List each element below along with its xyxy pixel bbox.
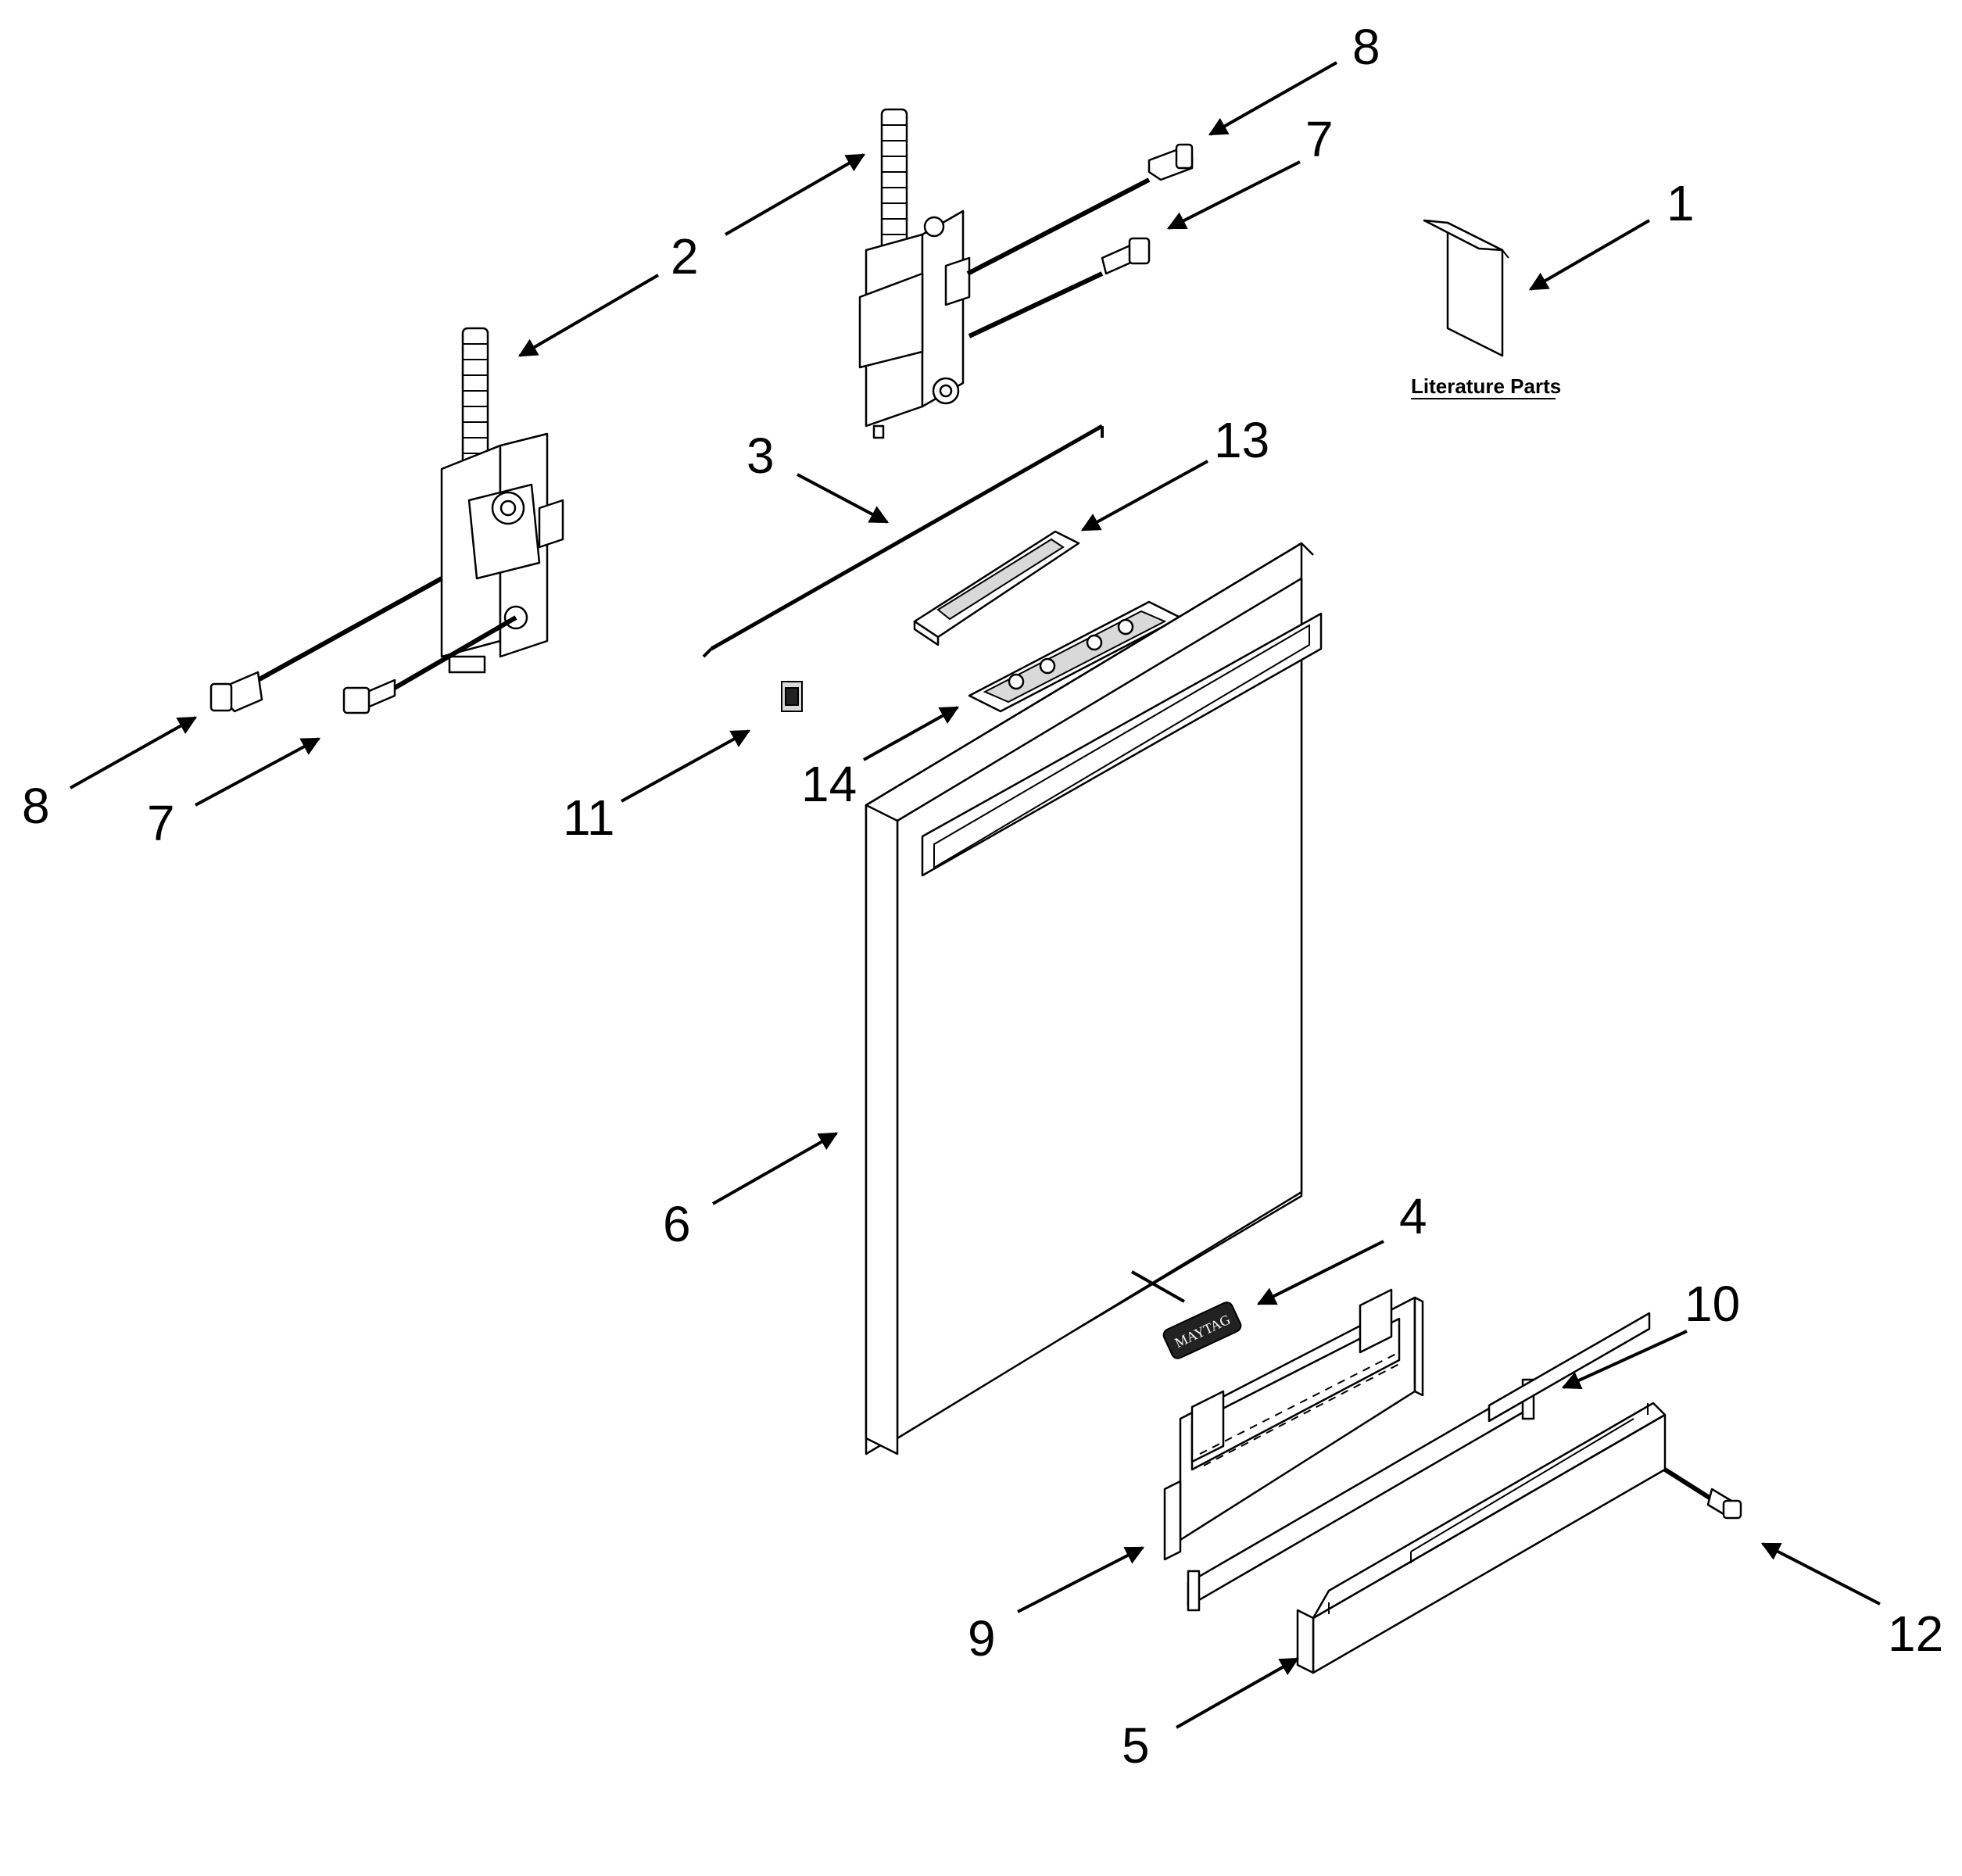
hinge-assembly-left	[440, 327, 564, 674]
leader-8-lower	[70, 716, 198, 789]
leader-lines	[70, 61, 1881, 1729]
leader-6	[712, 1132, 839, 1205]
screw-12	[1706, 1488, 1742, 1520]
screw-7-lower	[342, 678, 396, 714]
callout-14: 14	[801, 756, 857, 812]
screw-8-lower	[209, 671, 263, 713]
leader-2-lower	[517, 274, 660, 357]
callout-8-upper: 8	[1352, 19, 1380, 75]
hinge-assembly-right	[858, 108, 971, 439]
leader-7-upper	[1166, 160, 1301, 230]
leader-5	[1176, 1657, 1300, 1729]
leader-3	[797, 473, 890, 524]
leader-8-upper	[1208, 61, 1337, 136]
callout-4: 4	[1399, 1188, 1427, 1244]
leader-9	[1017, 1546, 1145, 1613]
callout-3: 3	[746, 428, 775, 484]
screw-7-upper	[1101, 237, 1151, 275]
leader-14	[863, 706, 960, 761]
callout-2: 2	[671, 228, 699, 285]
leader-13	[1080, 460, 1208, 532]
leader-11	[621, 729, 751, 803]
callout-5: 5	[1122, 1717, 1150, 1774]
clip	[781, 681, 803, 712]
leader-2-upper	[725, 153, 866, 236]
callout-8-lower: 8	[22, 778, 50, 834]
screw-8-upper	[1147, 143, 1194, 181]
literature-parts-label: Literature Parts	[1411, 374, 1561, 398]
control-board	[968, 600, 1182, 713]
toe-panel	[1296, 1312, 1667, 1674]
outer-door-panel	[865, 542, 1323, 1455]
shaft-upper-right	[966, 177, 1151, 276]
leader-4	[1256, 1240, 1384, 1305]
callout-12: 12	[1888, 1606, 1943, 1662]
leader-7-lower	[195, 737, 321, 807]
shaft-lower-left	[393, 615, 517, 690]
leader-12	[1760, 1542, 1881, 1606]
vent-cover	[913, 530, 1080, 646]
callout-7-lower: 7	[147, 795, 175, 851]
callout-10: 10	[1685, 1276, 1740, 1332]
callout-6: 6	[663, 1196, 691, 1252]
shaft-upper-left	[256, 576, 443, 682]
callout-11: 11	[563, 789, 614, 846]
callout-7-upper: 7	[1305, 111, 1334, 167]
callout-1: 1	[1667, 175, 1695, 231]
shaft-lower-right	[968, 271, 1104, 338]
rod	[702, 424, 1104, 658]
insulation-block	[1163, 1288, 1424, 1561]
literature-parts-sheet	[1423, 219, 1509, 357]
callout-9: 9	[968, 1610, 996, 1667]
leader-1	[1528, 219, 1651, 291]
shaft-screw-12	[1663, 1467, 1713, 1502]
callout-13: 13	[1214, 412, 1269, 468]
leader-10	[1561, 1330, 1688, 1389]
